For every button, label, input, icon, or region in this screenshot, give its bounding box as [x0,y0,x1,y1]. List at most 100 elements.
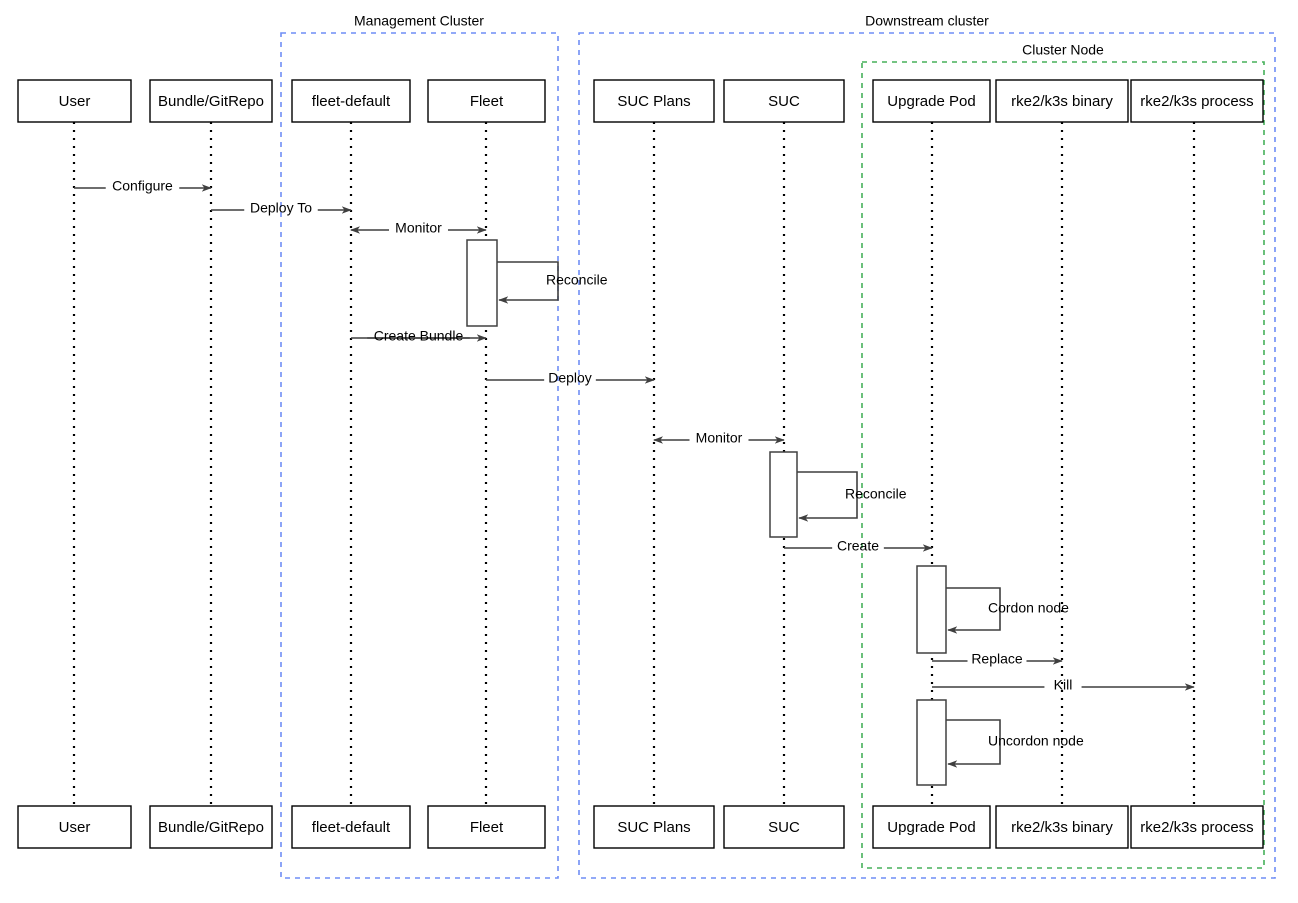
participant-label-fleet: Fleet [470,819,504,836]
cluster-group-label-downstream-cluster: Downstream cluster [865,13,989,29]
participant-box-suc-top[interactable]: SUC [723,79,845,123]
participant-label-user: User [59,93,91,110]
message-m10: Cordon node [946,587,1069,634]
participant-box-rect [291,79,411,123]
participant-label-bundle: Bundle/GitRepo [158,93,264,110]
message-label-m13: Uncordon node [988,733,1084,749]
participant-box-rect [17,79,132,123]
message-label-m10: Cordon node [988,600,1069,616]
participant-box-suc-bottom[interactable]: SUC [723,805,845,849]
lifelines [72,122,1196,806]
message-m5: Create Bundle [351,328,487,344]
message-label-m2: Deploy To [250,200,312,216]
participant-label-suc-plans: SUC Plans [617,819,690,836]
participant-box-upgrade-pod-top[interactable]: Upgrade Pod [872,79,991,123]
message-m12: Kill [932,677,1195,693]
participant-box-user-bottom[interactable]: User [17,805,132,849]
participant-label-bundle: Bundle/GitRepo [158,819,264,836]
participant-box-rect [995,79,1129,123]
participant-label-fleet-default: fleet-default [312,819,391,836]
participant-box-bundle-bottom[interactable]: Bundle/GitRepo [149,805,273,849]
message-self-path [497,261,559,304]
participant-box-rect [872,79,991,123]
participant-label-fleet: Fleet [470,93,504,110]
message-label-m7: Monitor [696,430,743,446]
message-self-path [797,471,858,522]
message-m3: Monitor [350,220,487,236]
activation-suc-reconcile [769,451,798,538]
participant-box-rect [427,79,546,123]
participant-box-fleet-bottom[interactable]: Fleet [427,805,546,849]
participant-box-rect [723,805,845,849]
activation-pod-uncordon [916,699,947,786]
participant-label-process: rke2/k3s process [1140,819,1253,836]
message-m11: Replace [932,651,1063,667]
participant-box-rect [17,805,132,849]
participant-box-bundle-top[interactable]: Bundle/GitRepo [149,79,273,123]
activation-bar [769,451,798,538]
participant-box-rect [1130,79,1264,123]
message-self-path [946,719,1001,768]
participant-box-rect [723,79,845,123]
participant-box-rect [593,79,715,123]
message-label-m8: Reconcile [845,486,907,502]
message-label-m4: Reconcile [546,272,608,288]
participant-label-fleet-default: fleet-default [312,93,391,110]
message-label-m11: Replace [971,651,1023,667]
cluster-group-label-cluster-node: Cluster Node [1022,42,1104,58]
participant-label-suc-plans: SUC Plans [617,93,690,110]
participant-box-fleet-default-top[interactable]: fleet-default [291,79,411,123]
participant-box-fleet-top[interactable]: Fleet [427,79,546,123]
participant-label-suc: SUC [768,93,800,110]
cluster-group-downstream-cluster: Downstream cluster [578,13,1276,879]
participant-box-rect [872,805,991,849]
participant-box-rect [149,805,273,849]
participant-label-upgrade-pod: Upgrade Pod [887,93,975,110]
message-self-path [946,587,1001,634]
participant-box-rect [1130,805,1264,849]
participant-label-process: rke2/k3s process [1140,93,1253,110]
participant-label-suc: SUC [768,819,800,836]
message-label-m9: Create [837,538,879,554]
participant-box-rect [593,805,715,849]
message-m9: Create [784,538,933,554]
participant-label-user: User [59,819,91,836]
participant-box-binary-top[interactable]: rke2/k3s binary [995,79,1129,123]
participant-box-process-top[interactable]: rke2/k3s process [1130,79,1264,123]
message-m7: Monitor [653,430,785,446]
cluster-group-label-management-cluster: Management Cluster [354,13,484,29]
participant-box-suc-plans-bottom[interactable]: SUC Plans [593,805,715,849]
participant-label-binary: rke2/k3s binary [1011,93,1113,110]
message-m13: Uncordon node [946,719,1084,768]
participant-box-upgrade-pod-bottom[interactable]: Upgrade Pod [872,805,991,849]
message-label-m6: Deploy [548,370,592,386]
participant-box-fleet-default-bottom[interactable]: fleet-default [291,805,411,849]
cluster-group-border-cluster-node [861,61,1265,869]
participant-box-rect [995,805,1129,849]
message-m2: Deploy To [211,200,352,216]
participant-box-suc-plans-top[interactable]: SUC Plans [593,79,715,123]
message-m4: Reconcile [497,261,608,304]
activation-pod-cordon [916,565,947,654]
message-label-m12: Kill [1054,677,1073,693]
message-m1: Configure [74,178,212,194]
participant-box-user-top[interactable]: User [17,79,132,123]
participant-box-rect [291,805,411,849]
activation-fleet-reconcile [466,239,498,327]
activation-bar [916,699,947,786]
participant-label-upgrade-pod: Upgrade Pod [887,819,975,836]
message-label-m5: Create Bundle [374,328,464,344]
participant-box-rect [427,805,546,849]
activation-bars [466,239,947,786]
cluster-group-management-cluster: Management Cluster [280,13,559,879]
participant-box-process-bottom[interactable]: rke2/k3s process [1130,805,1264,849]
participant-box-binary-bottom[interactable]: rke2/k3s binary [995,805,1129,849]
cluster-group-border-management-cluster [280,32,559,879]
message-m8: Reconcile [797,471,907,522]
message-m6: Deploy [486,370,655,386]
activation-bar [916,565,947,654]
